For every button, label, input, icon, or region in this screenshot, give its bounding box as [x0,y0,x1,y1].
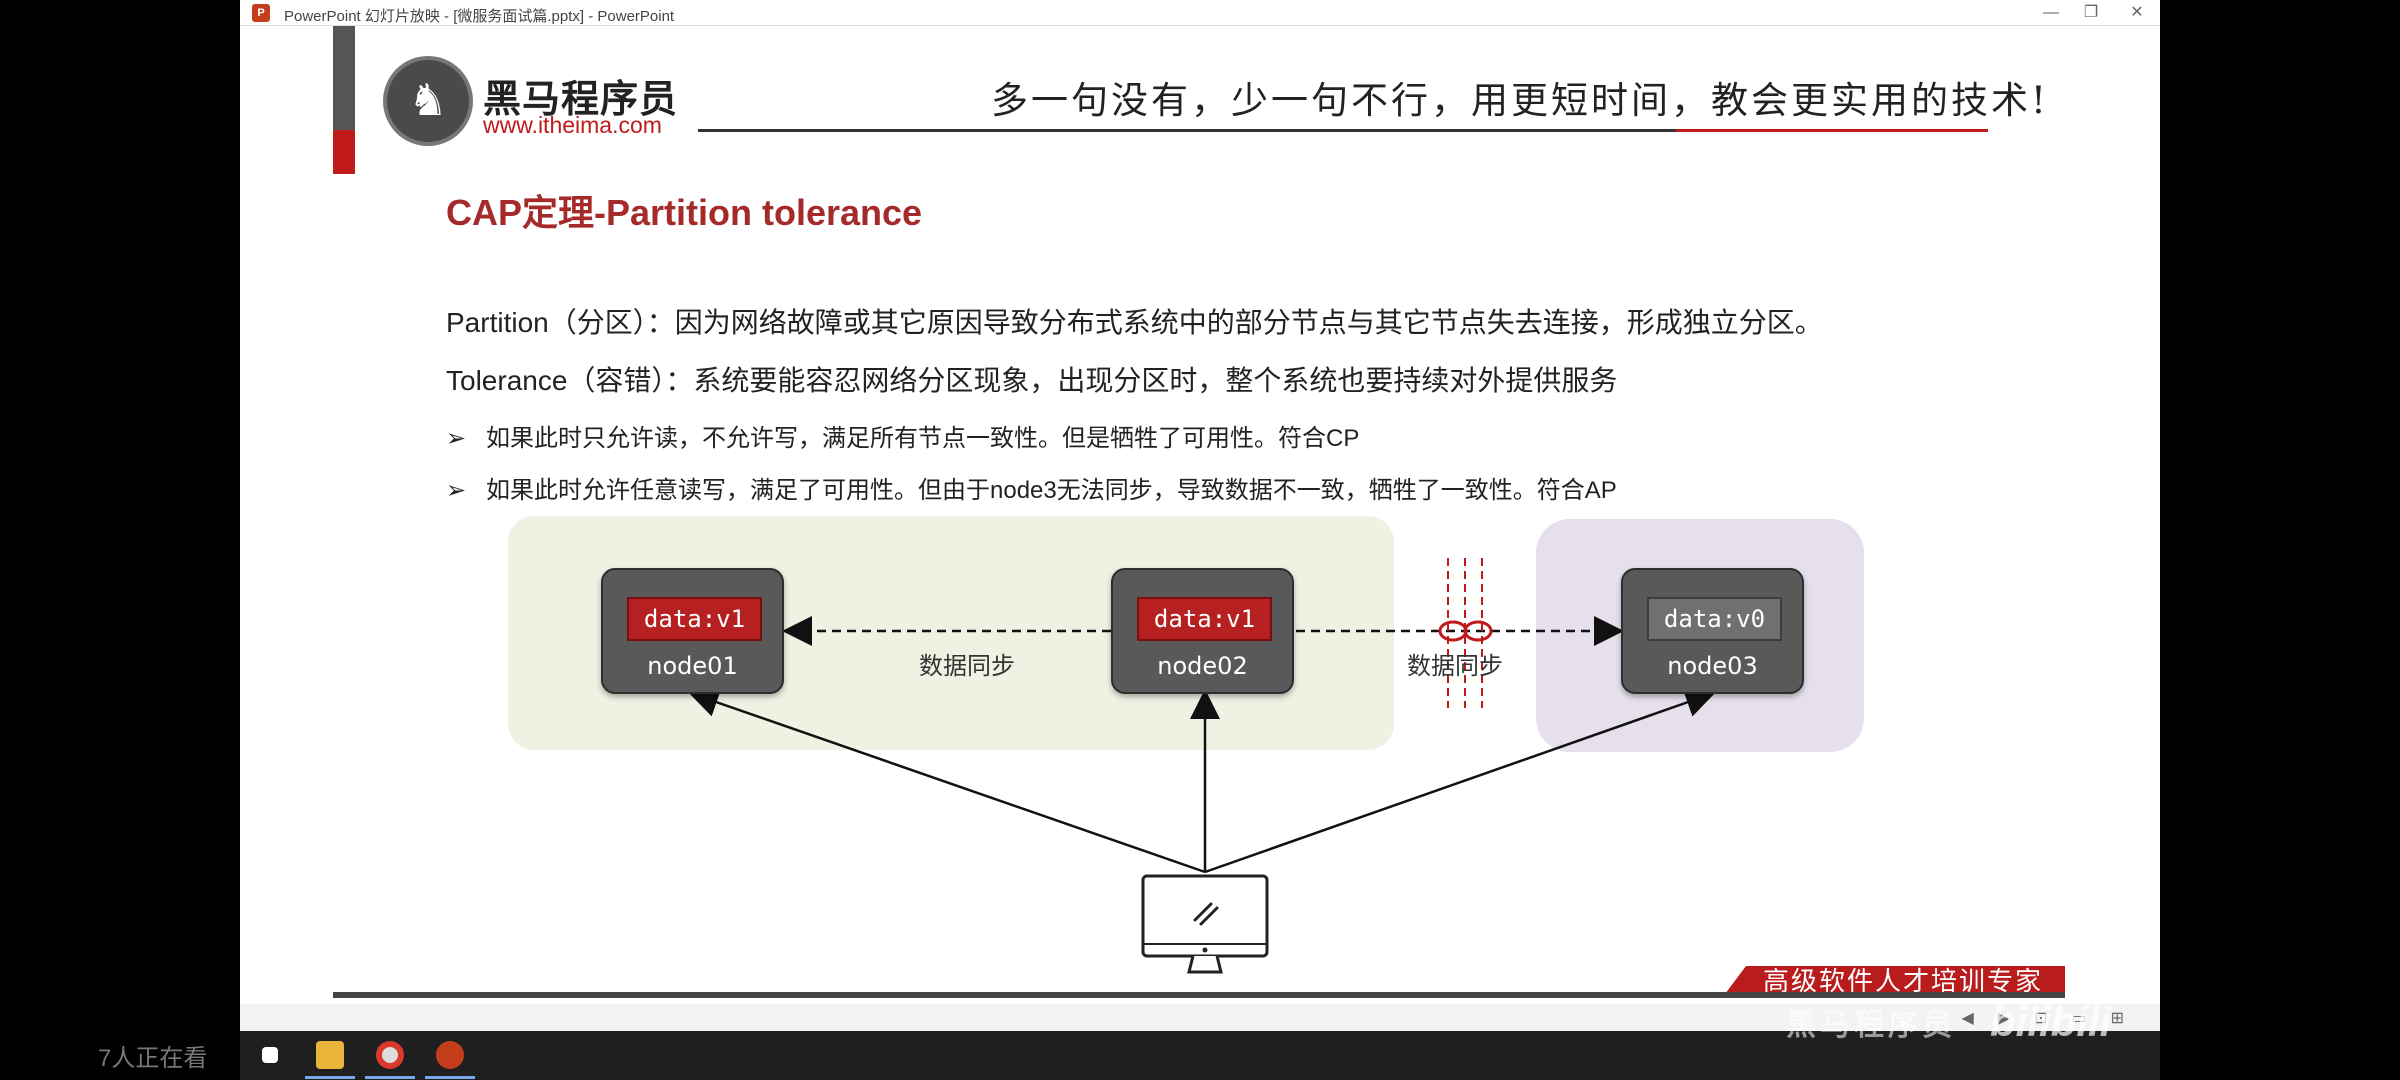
watermark-bilibili: bilibili [1990,998,2112,1045]
chrome-icon[interactable] [376,1041,404,1069]
powerpoint-window: P PowerPoint 幻灯片放映 - [微服务面试篇.pptx] - Pow… [240,0,2160,1040]
slideshow-status-bar: ◀▶⊡▭⊞ [240,1004,2160,1032]
bullet-arrow-icon: ➢ [446,477,467,504]
windows-taskbar [240,1031,2160,1080]
partition-definition: Partition（分区）：因为网络故障或其它原因导致分布式系统中的部分节点与其… [446,307,1823,338]
watermark-channel: 黑马程序员 [1786,1009,1956,1042]
viewer-count: 7人正在看 [98,1045,208,1072]
sync-label-left: 数据同步 [919,653,1015,680]
bullet-cp-text: 如果此时只允许读，不允许写，满足所有节点一致性。但是牺牲了可用性。符合CP [486,425,1360,452]
header-divider-accent [1676,129,1988,132]
horse-icon: ♞ [408,76,448,125]
windows-start-icon[interactable] [262,1047,278,1063]
broken-link-icon [1438,620,1493,642]
minimize-button[interactable]: — [2043,4,2059,21]
node03-box: data:v0 node03 [1621,568,1804,694]
node01-label: node01 [647,652,738,680]
header-divider [698,129,1988,132]
logo-name: 黑马程序员 [483,79,679,121]
itheima-horse-logo: ♞ [383,56,473,146]
window-title: PowerPoint 幻灯片放映 - [微服务面试篇.pptx] - Power… [284,8,675,25]
node03-label: node03 [1667,652,1758,680]
node01-box: data:v1 node01 [601,568,784,694]
bullet-ap: ➢ 如果此时允许任意读写，满足了可用性。但由于node3无法同步，导致数据不一致，… [446,470,1617,505]
slideshow-controls[interactable]: ◀▶⊡▭⊞ [1961,1010,2148,1027]
slide-title: CAP定理-Partition tolerance [446,192,923,233]
node02-data: data:v1 [1137,597,1272,641]
bullet-cp: ➢ 如果此时只允许读，不允许写，满足所有节点一致性。但是牺牲了可用性。符合CP [446,418,1359,453]
slide-bottom-bar [333,992,2065,998]
powerpoint-app-icon: P [252,4,270,22]
bullet-arrow-icon: ➢ [446,425,467,452]
restore-button[interactable]: ❐ [2083,4,2099,21]
tolerance-definition: Tolerance（容错）：系统要能容忍网络分区现象，出现分区时，整个系统也要持… [446,365,1618,396]
sync-label-right: 数据同步 [1407,653,1503,680]
node02-box: data:v1 node02 [1111,568,1294,694]
taskbar-active-indicator [305,1076,355,1079]
taskbar-active-indicator [365,1076,415,1079]
client-monitor-icon [1141,874,1269,974]
slide-canvas[interactable]: ♞ 黑马程序员 www.itheima.com 多一句没有，少一句不行，用更短时… [333,26,2065,998]
powerpoint-taskbar-icon[interactable] [436,1041,464,1069]
slide-left-accent-gray [333,26,355,130]
close-button[interactable]: ✕ [2130,4,2144,21]
slide-left-accent-red [333,130,355,174]
file-explorer-icon[interactable] [316,1041,344,1069]
header-slogan: 多一句没有，少一句不行，用更短时间，教会更实用的技术! [991,79,2049,122]
node02-label: node02 [1157,652,1248,680]
node03-data: data:v0 [1647,597,1782,641]
diagram-connectors [688,558,1716,874]
bullet-ap-text: 如果此时允许任意读写，满足了可用性。但由于node3无法同步，导致数据不一致，牺… [486,477,1617,504]
node01-data: data:v1 [627,597,762,641]
title-bar: P PowerPoint 幻灯片放映 - [微服务面试篇.pptx] - Pow… [240,0,2160,26]
logo-url: www.itheima.com [483,112,662,138]
taskbar-active-indicator [425,1076,475,1079]
